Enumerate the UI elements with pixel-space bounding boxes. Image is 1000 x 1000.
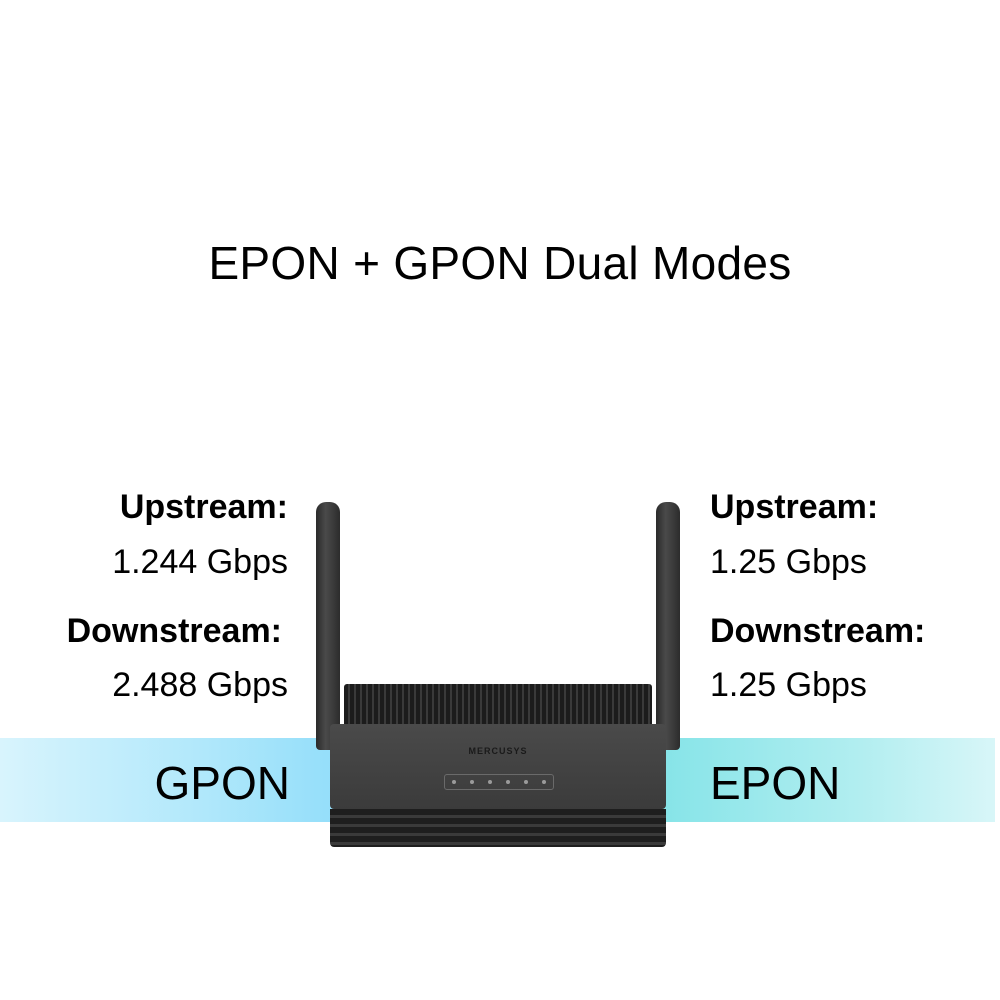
side-vents: [330, 809, 666, 847]
gpon-label: GPON: [154, 757, 290, 809]
right-antenna: [656, 502, 680, 750]
router-image: MERCUSYS: [330, 684, 666, 849]
pon-icon: [470, 780, 474, 784]
brand-logo: MERCUSYS: [468, 746, 528, 756]
router-top-panel: MERCUSYS: [330, 724, 666, 809]
lan-icon: [524, 780, 528, 784]
los-icon: [488, 780, 492, 784]
epon-band: [660, 738, 995, 822]
power-icon: [452, 780, 456, 784]
gpon-downstream-value: 2.488 Gbps: [112, 666, 288, 704]
page-title: EPON + GPON Dual Modes: [208, 237, 792, 289]
left-antenna: [316, 502, 340, 750]
epon-upstream-heading: Upstream:: [710, 488, 879, 526]
epon-label: EPON: [710, 757, 841, 809]
gpon-upstream-heading: Upstream:: [119, 488, 288, 526]
epon-downstream-value: 1.25 Gbps: [710, 666, 867, 704]
gpon-downstream-heading: Downstream:: [66, 612, 282, 650]
gpon-upstream-value: 1.244 Gbps: [112, 543, 288, 581]
epon-downstream-heading: Downstream:: [710, 612, 926, 650]
wifi-icon: [542, 780, 546, 784]
epon-upstream-value: 1.25 Gbps: [710, 543, 867, 581]
heat-sink-fins: [344, 684, 652, 726]
internet-icon: [506, 780, 510, 784]
led-indicator-bar: [444, 774, 554, 790]
gpon-band: [0, 738, 340, 822]
